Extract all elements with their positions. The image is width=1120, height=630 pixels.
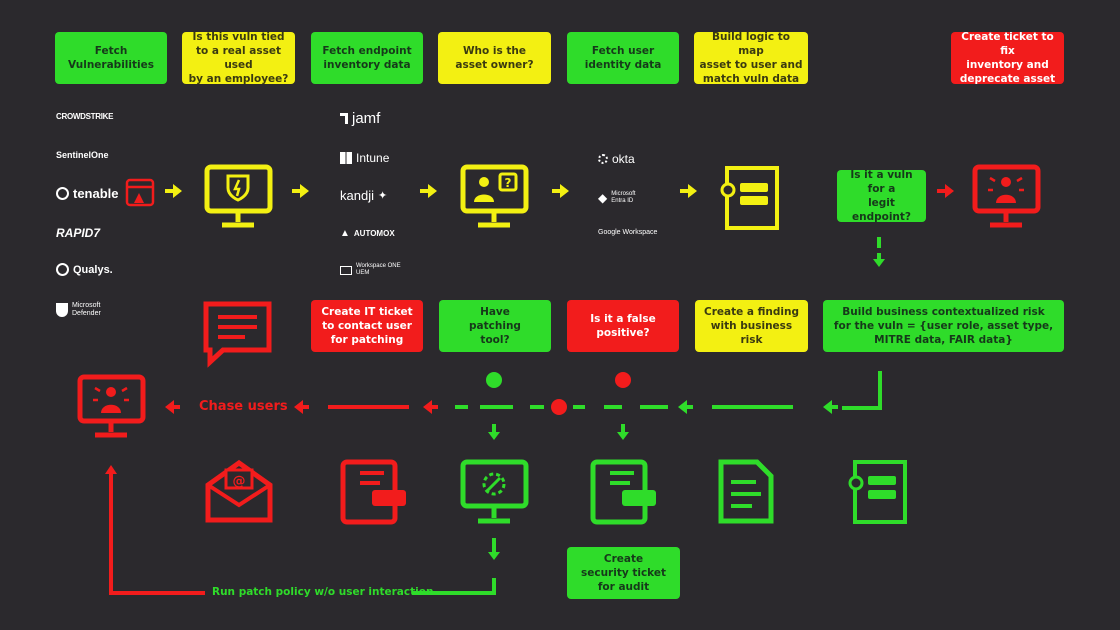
arrow-up-alert (105, 465, 117, 478)
tenable-mark-icon (56, 187, 69, 200)
arrow-not-legit (937, 184, 954, 198)
logo-kandji: kandji ✦ (340, 188, 387, 203)
arrow-down-patch (488, 426, 500, 440)
logo-intune-text: Intune (356, 151, 390, 165)
alert-user-monitor-icon (972, 164, 1041, 228)
run-policy-green-line (412, 578, 496, 595)
logo-entra-id: ◆ Microsoft Entra ID (598, 191, 636, 205)
shield-monitor-icon (204, 164, 273, 228)
logo-qualys: Qualys. (56, 263, 113, 276)
logo-kandji-text: kandji (340, 188, 374, 203)
step-fetch-endpoint: Fetch endpoint inventory data (311, 32, 423, 84)
dot-yes-patching (486, 372, 502, 388)
run-policy-red-line (109, 476, 205, 595)
logo-tenable-text: tenable (73, 186, 119, 201)
step-fetch-vulnerabilities: Fetch Vulnerabilities (55, 32, 167, 84)
arrow-left-2 (678, 400, 693, 414)
mapping-document-icon (720, 166, 779, 230)
logo-okta: okta (598, 152, 635, 166)
decision-legit-endpoint: Is it a vuln for a legit endpoint? (837, 169, 926, 223)
risk-document-icon (848, 460, 907, 524)
patch-tool-monitor-icon (460, 459, 529, 524)
okta-mark-icon (598, 154, 608, 164)
automox-mark-icon: ▲ (340, 228, 350, 239)
logo-crowdstrike: CROWDSTRIKE (56, 112, 114, 121)
checklist-ticket-icon (340, 459, 406, 525)
step-create-security-ticket: Create security ticket for audit (567, 547, 680, 599)
step-build-business-risk: Build business contextualized risk for t… (823, 300, 1064, 352)
run-patch-policy-label: Run patch policy w/o user interaction (212, 586, 434, 598)
arrow-down-legit (873, 253, 885, 267)
logo-google-workspace: Google Workspace (598, 229, 658, 236)
jamf-mark-icon (340, 113, 348, 124)
step-create-finding: Create a finding with business risk (695, 300, 808, 352)
chase-users-label: Chase users (199, 399, 288, 414)
logo-entra-text: Microsoft Entra ID (611, 191, 636, 204)
arrow-down-run-policy (488, 546, 500, 560)
dot-no-patching (551, 399, 567, 415)
email-icon: @ (205, 459, 273, 523)
defender-shield-icon (56, 303, 68, 317)
kandji-bee-icon: ✦ (377, 190, 388, 202)
windows-icon (340, 152, 352, 164)
arrow-left-red-3 (165, 400, 180, 414)
logo-sentinelone: SentinelOne (56, 150, 109, 160)
dot-no-false-positive (615, 372, 631, 388)
step-build-logic: Build logic to map asset to user and mat… (694, 31, 808, 85)
security-ticket-icon (590, 459, 656, 525)
chat-bubble-icon (203, 301, 272, 368)
logo-okta-text: okta (612, 152, 635, 166)
finding-document-icon (718, 459, 774, 524)
logo-qualys-text: Qualys. (73, 263, 113, 276)
entra-mark-icon: ◆ (598, 190, 608, 205)
step-fetch-identity: Fetch user identity data (567, 32, 679, 84)
logo-defender-text: Microsoft Defender (72, 302, 101, 317)
vuln-alert-icon (125, 178, 155, 207)
logo-rapid7: RAPID7 (56, 226, 101, 240)
alert-user-monitor-left-icon (77, 374, 146, 438)
decision-have-patching-tool: Have patching tool? (439, 300, 551, 352)
step-create-ticket-fix-inventory: Create ticket to fix inventory and depre… (951, 31, 1064, 85)
logo-workspace-one: Workspace ONE UEM (340, 263, 401, 277)
qualys-mark-icon (56, 263, 69, 276)
question-asset-owner: Who is the asset owner? (438, 32, 551, 84)
logo-jamf-text: jamf (352, 110, 381, 127)
decision-false-positive: Is it a false positive? (567, 300, 679, 352)
workspace-one-icon (340, 265, 352, 275)
logo-automox-text: AUTOMOX (353, 229, 395, 238)
arrow-left-red-1 (423, 400, 438, 414)
question-tied-to-asset: Is this vuln tied to a real asset used b… (182, 31, 295, 85)
arrow-left-red-2 (294, 400, 309, 414)
logo-jamf: jamf (340, 110, 380, 127)
arrow-down-audit (617, 426, 629, 440)
svg-text:?: ? (505, 176, 512, 190)
risk-elbow-line (842, 371, 882, 410)
arrow-left-1 (823, 400, 838, 414)
step-create-it-ticket: Create IT ticket to contact user for pat… (311, 300, 423, 352)
top-row-arrows (165, 184, 697, 198)
logo-automox: ▲ AUTOMOX (340, 228, 395, 239)
logo-tenable: tenable (56, 186, 119, 201)
svg-text:@: @ (233, 474, 246, 489)
logo-intune: Intune (340, 151, 389, 165)
user-question-monitor-icon: ? (460, 164, 529, 228)
logo-workspace-one-text: Workspace ONE UEM (356, 263, 401, 276)
logo-microsoft-defender: Microsoft Defender (56, 302, 101, 318)
